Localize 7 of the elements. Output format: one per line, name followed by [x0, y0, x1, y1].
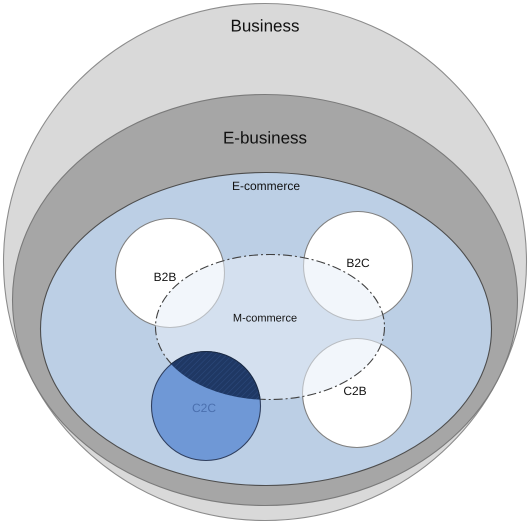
ellipse-label: E-commerce [232, 180, 300, 192]
circle-label: B2C [346, 257, 370, 269]
ellipse-label: E-business [222, 130, 308, 146]
ellipse-label: M-commerce [232, 314, 298, 324]
circle-label: C2B [343, 385, 367, 397]
ellipse-label: Business [230, 18, 300, 34]
circle-label: B2B [154, 271, 176, 283]
